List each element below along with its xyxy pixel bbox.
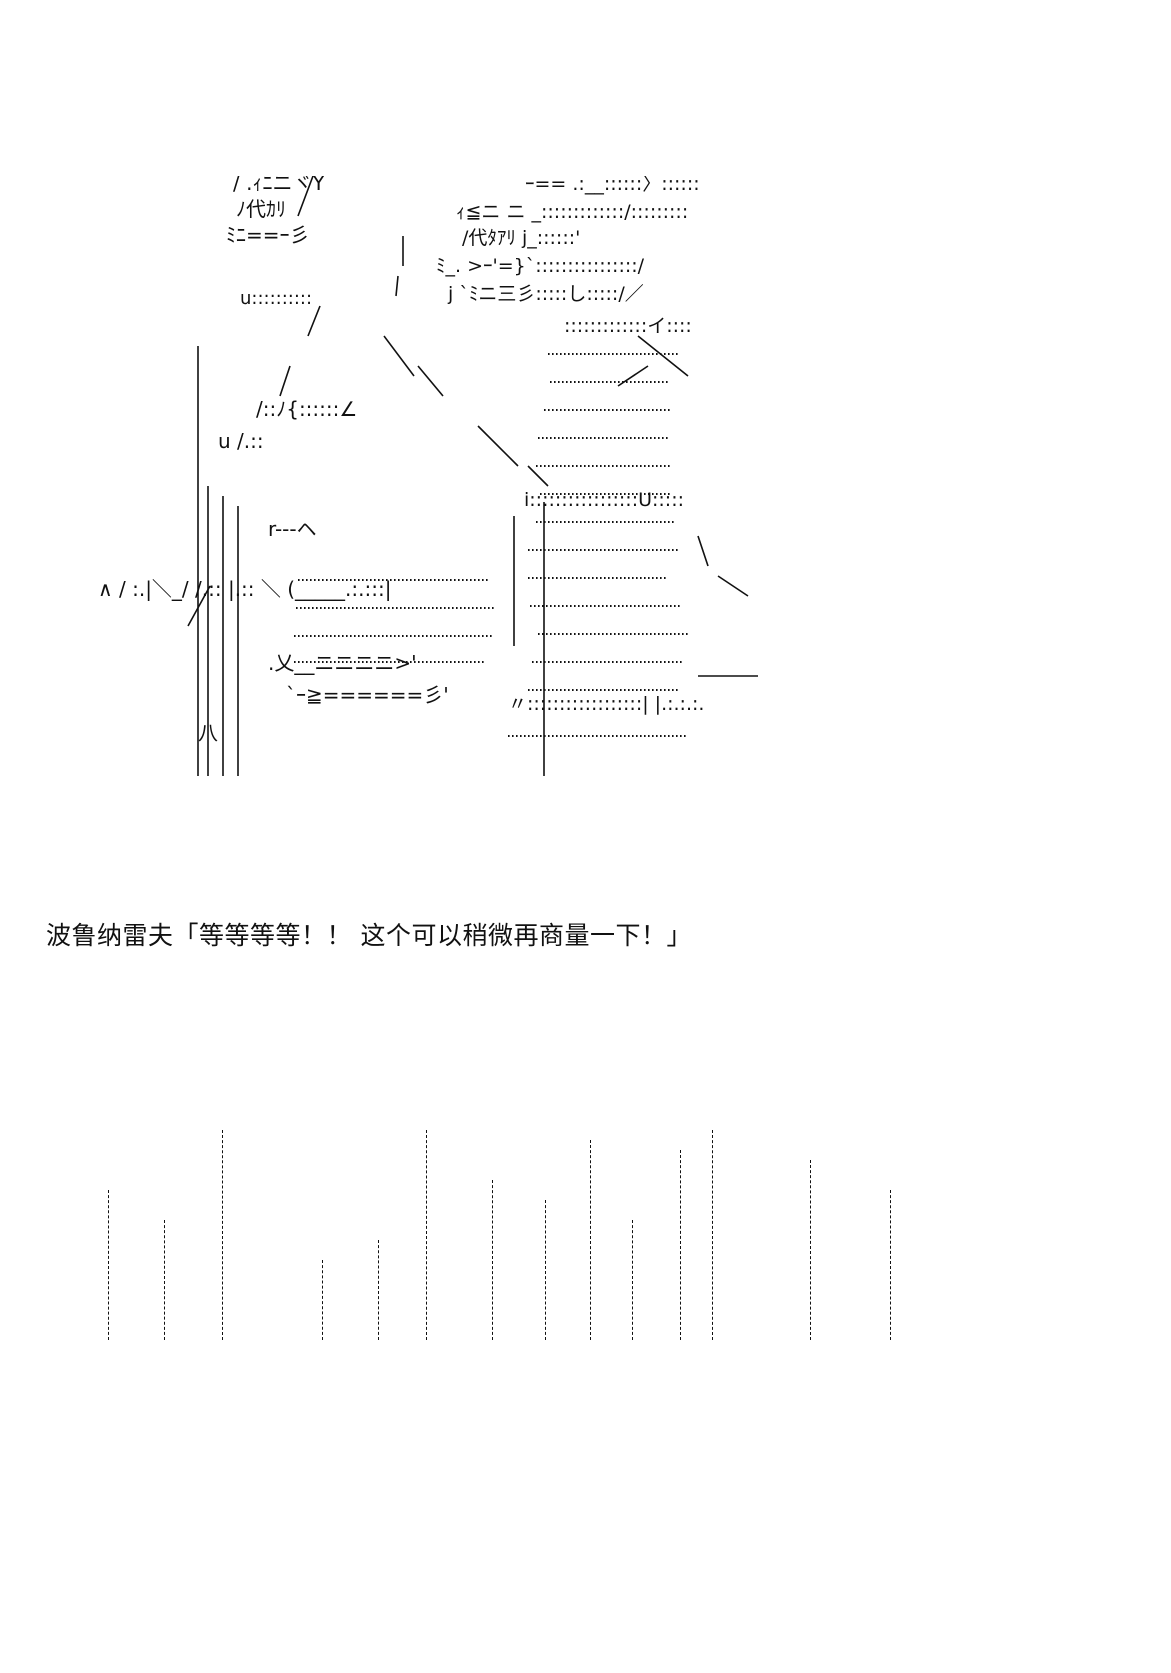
ascii-art-fragment: ﾐ_. >ｰ'=}`::::::::::::::::/ [436, 255, 645, 277]
rain-line [590, 1140, 593, 1340]
ascii-art-fragment: :::::::::::::イ:::: [564, 315, 692, 337]
rain-line [890, 1190, 893, 1340]
ascii-art-stroke [527, 465, 549, 487]
ascii-art-stroke [477, 425, 519, 467]
ascii-art-stroke [697, 535, 709, 567]
ascii-art-fragment: i:::::::::::::::::U::::: [524, 489, 684, 511]
ascii-art-fragment: u:::::::::: [240, 288, 312, 309]
rain-line [108, 1190, 111, 1340]
ascii-art-stroke [395, 275, 399, 297]
rain-line [492, 1180, 495, 1340]
ascii-art-fragment: ｀ｰ== .:__::::::〉:::::: [506, 176, 700, 195]
dialogue-line: 波鲁纳雷夫「等等等等！！ 这个可以稍微再商量一下！」 [46, 921, 692, 950]
ascii-art-fragment: r-‐‐ヘ [268, 517, 317, 541]
rain-line [545, 1200, 548, 1340]
ascii-art-canvas: / .ｨﾆニヾYﾉ代ｶﾘﾐﾆ==ｰ彡u::::::::::/::ﾉ{::::::… [98, 176, 758, 776]
rain-line [426, 1130, 429, 1340]
ascii-art-stroke [383, 335, 415, 377]
ascii-art-fragment: j `ﾐニ三彡:::::し:::::/／ [447, 283, 644, 305]
ascii-art-stroke [717, 575, 749, 597]
rain-line [222, 1130, 225, 1340]
ascii-art-fragment: ﾐﾆ==ｰ彡 [226, 223, 310, 247]
rain-line [632, 1220, 635, 1340]
ascii-art-fragment: ｨ≦ニ ニ _:::::::::::::/::::::::: [456, 201, 688, 223]
ascii-art-fragment: `ｰ≧======彡' [286, 683, 449, 707]
ascii-art-stroke [637, 335, 689, 377]
rain-line [164, 1220, 167, 1340]
rain-line [322, 1260, 325, 1340]
ascii-art-fragment: /代ﾀｱﾘ j_::::::' [462, 227, 580, 249]
rain-line [680, 1150, 683, 1340]
rain-line [712, 1130, 715, 1340]
ascii-art-fragment: u /.:: [218, 429, 264, 453]
ascii-art-fragment: /::ﾉ{::::::∠ [256, 397, 357, 421]
rain-lines [0, 1130, 1171, 1400]
rain-line [810, 1160, 813, 1340]
ascii-art-fragment: ﾉ代ｶﾘ [236, 197, 286, 221]
ascii-art-stroke [417, 365, 444, 397]
ascii-art-fragment: 〃::::::::::::::::::| |.:.:.:. [508, 693, 704, 715]
ascii-art-fragment: / .ｨﾆニヾY [233, 176, 325, 195]
rain-line [378, 1240, 381, 1340]
ascii-art-stroke [279, 365, 291, 397]
ascii-art-stroke [307, 305, 321, 337]
ascii-art-stroke [297, 176, 314, 217]
ascii-art-stroke [187, 585, 211, 627]
